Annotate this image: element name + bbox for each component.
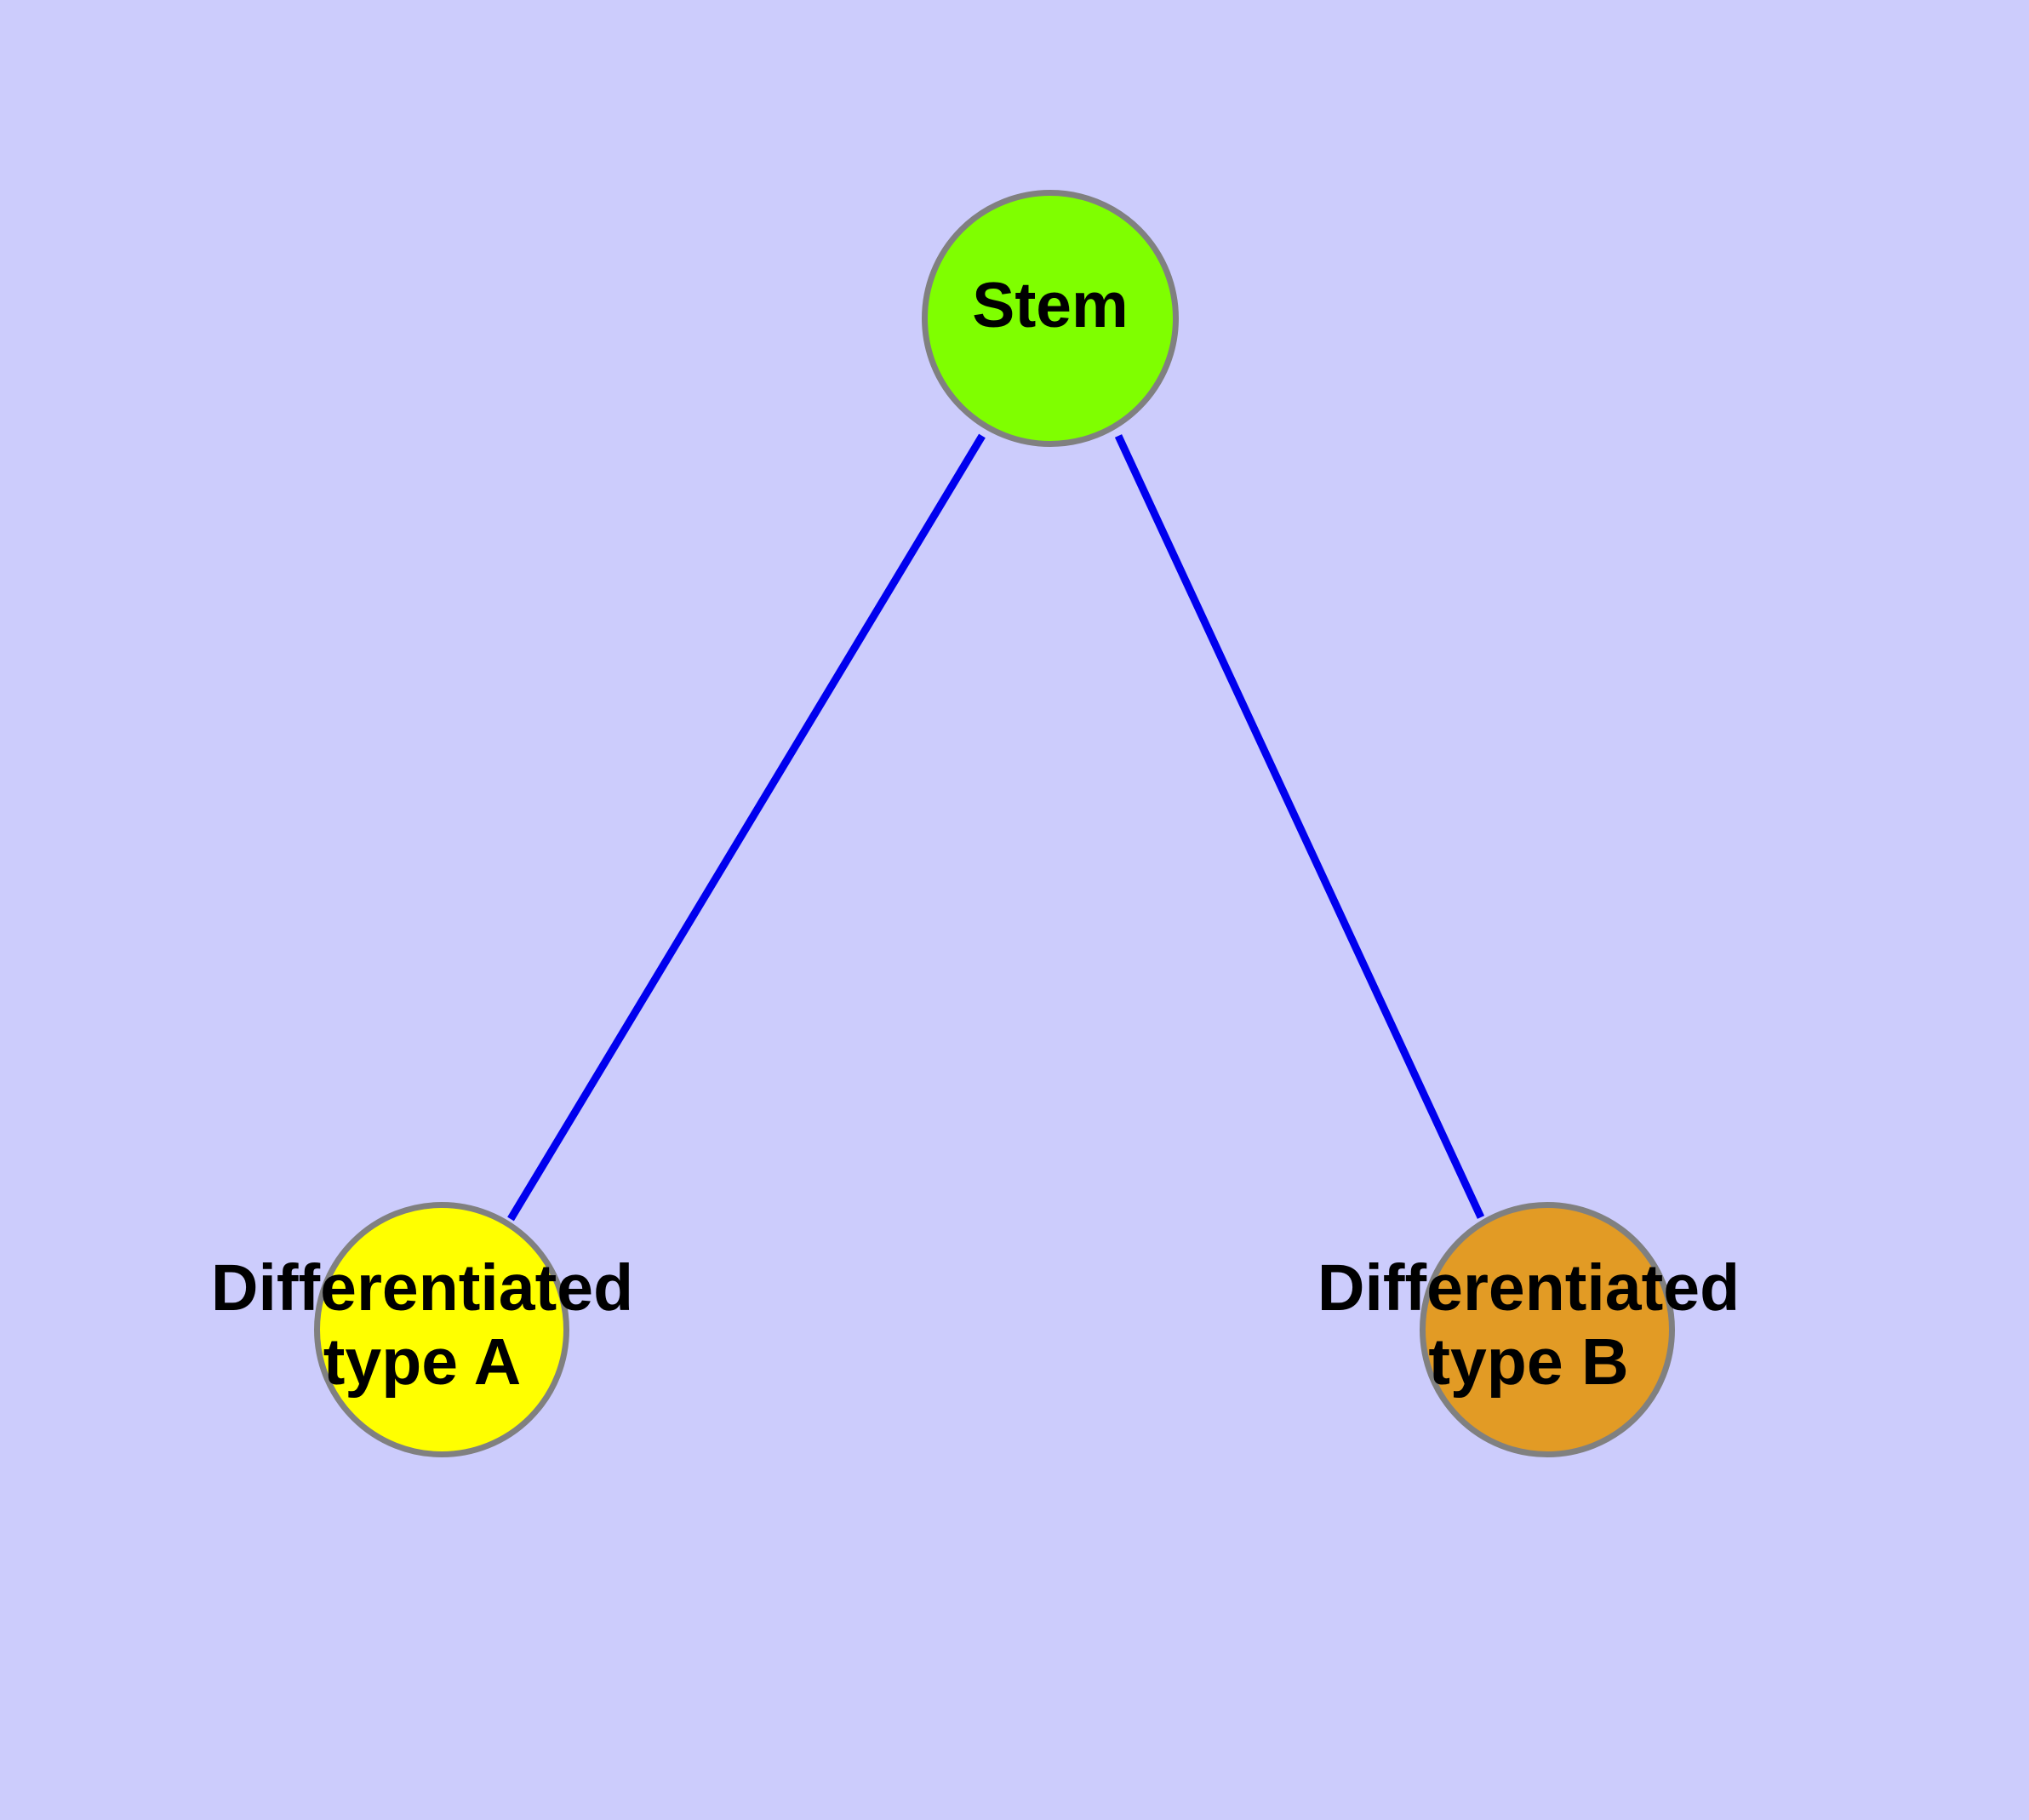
node-stem[interactable] bbox=[922, 190, 1179, 447]
node-differentiated-type-b[interactable] bbox=[1420, 1202, 1675, 1457]
edge-stem-to-type-a bbox=[507, 433, 986, 1222]
edge-stem-to-type-b bbox=[1114, 434, 1485, 1219]
node-differentiated-type-a[interactable] bbox=[314, 1202, 569, 1457]
